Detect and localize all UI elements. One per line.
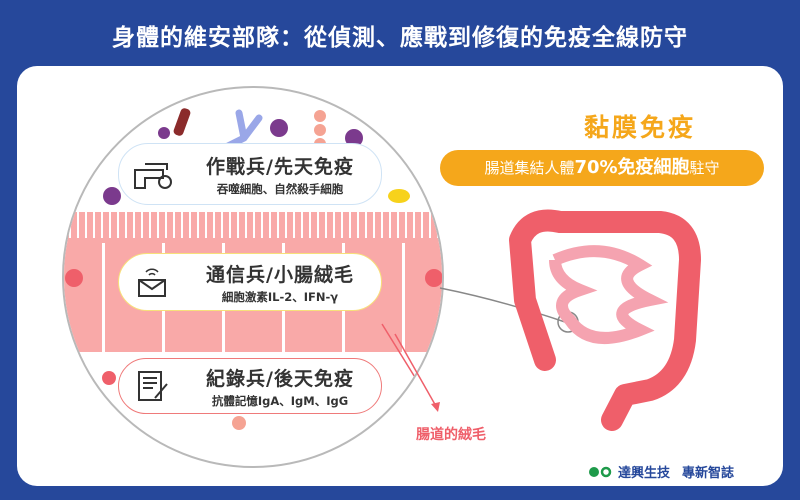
microvillus xyxy=(125,212,127,238)
microvillus xyxy=(221,212,223,238)
microvillus xyxy=(141,212,143,238)
microvillus xyxy=(277,212,279,238)
microvillus xyxy=(85,212,87,238)
microvillus xyxy=(333,212,335,238)
microvillus xyxy=(101,212,103,238)
microvillus xyxy=(381,212,383,238)
microvillus xyxy=(189,212,191,238)
microvillus xyxy=(93,212,95,238)
microvillus xyxy=(325,212,327,238)
microvillus xyxy=(285,212,287,238)
microvillus xyxy=(181,212,183,238)
microvillus xyxy=(309,212,311,238)
microvillus xyxy=(253,212,255,238)
microvillus xyxy=(405,212,407,238)
microvillus xyxy=(237,212,239,238)
card-heading: 紀錄兵/後天免疫 xyxy=(206,367,354,390)
microvillus xyxy=(229,212,231,238)
mucosal-immunity-badge: 腸道集結人體70%免疫細胞駐守 xyxy=(440,150,764,186)
microvillus xyxy=(301,212,303,238)
microvillus xyxy=(413,212,415,238)
microvillus xyxy=(261,212,263,238)
microvillus xyxy=(157,212,159,238)
villi-label: 腸道的絨毛 xyxy=(416,427,486,443)
microvillus xyxy=(133,212,135,238)
badge-highlight: 70%免疫細胞 xyxy=(574,157,690,178)
page-title: 身體的維安部隊：從偵測、應戰到修復的免疫全線防守 xyxy=(112,25,688,51)
microvillus xyxy=(429,212,431,238)
publication-name: 專新智誌 xyxy=(682,466,735,481)
microvillus xyxy=(397,212,399,238)
card-adaptive-immunity: 紀錄兵/後天免疫抗體記憶IgA、IgM、IgG xyxy=(118,358,382,414)
footer-brand: 達興生技 專新智誌 xyxy=(588,462,734,481)
microvillus xyxy=(421,212,423,238)
microvillus xyxy=(245,212,247,238)
microvillus xyxy=(205,212,207,238)
card-heading: 通信兵/小腸絨毛 xyxy=(206,263,354,286)
microvillus xyxy=(317,212,319,238)
microvillus xyxy=(213,212,215,238)
microvillus xyxy=(109,212,111,238)
microvillus xyxy=(149,212,151,238)
infinity-logo-icon xyxy=(589,466,612,477)
mucosal-immunity-title: 黏膜免疫 xyxy=(583,113,696,142)
card-subtitle: 抗體記憶IgA、IgM、IgG xyxy=(211,393,349,408)
badge-text: 腸道集結人體 xyxy=(484,159,575,177)
card-subtitle: 細胞激素IL-2、IFN-γ xyxy=(221,289,339,304)
microvillus xyxy=(117,212,119,238)
microvillus xyxy=(165,212,167,238)
card-villi-communication: 通信兵/小腸絨毛細胞激素IL-2、IFN-γ xyxy=(118,253,382,311)
document-pen-icon xyxy=(127,364,179,408)
badge-text-end: 駐守 xyxy=(689,159,720,177)
microvillus xyxy=(269,212,271,238)
microvillus xyxy=(197,212,199,238)
brand-name: 達興生技 xyxy=(618,466,671,481)
microvillus xyxy=(357,212,359,238)
microvillus xyxy=(373,212,375,238)
card-heading: 作戰兵/先天免疫 xyxy=(206,155,354,178)
card-subtitle: 吞噬細胞、自然殺手細胞 xyxy=(216,181,344,196)
immune-cells xyxy=(103,119,363,205)
microvillus xyxy=(341,212,343,238)
microvillus xyxy=(173,212,175,238)
microvillus xyxy=(77,212,79,238)
microvillus xyxy=(389,212,391,238)
microvillus xyxy=(293,212,295,238)
microvillus xyxy=(365,212,367,238)
hand-target-icon xyxy=(127,152,179,196)
envelope-signal-icon xyxy=(127,260,179,304)
card-innate-immunity: 作戰兵/先天免疫吞噬細胞、自然殺手細胞 xyxy=(118,143,382,205)
microvillus xyxy=(349,212,351,238)
